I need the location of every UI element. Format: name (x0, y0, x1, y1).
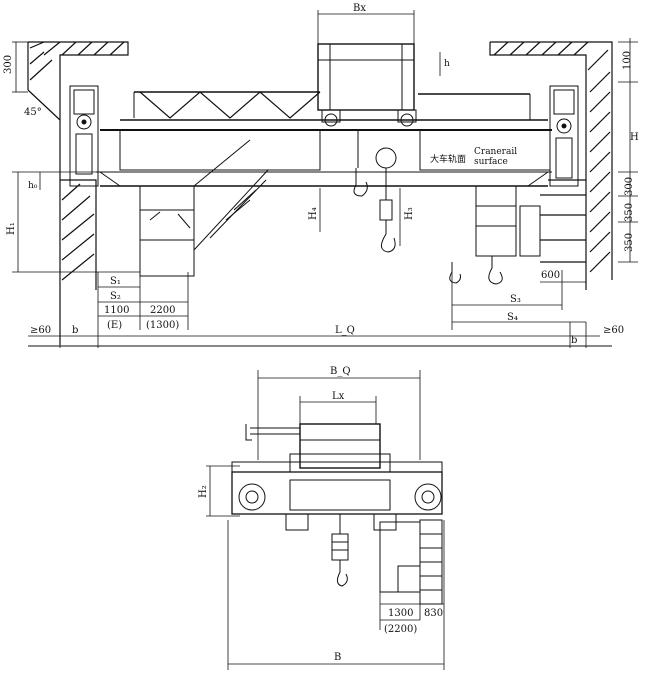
B-label: B (334, 652, 341, 663)
Bq-label: B_Q (330, 366, 351, 377)
S1-label: S₁ (110, 276, 121, 287)
S2-label: S₂ (110, 291, 121, 302)
angle-label: 45° (24, 107, 42, 118)
top-elevation-view: Bx h 300 100 45° H h₀ H₁ H₄ H₃ 大车轨面 Cran… (3, 3, 639, 348)
side-dim-2200: (2200) (384, 624, 417, 635)
dim-600: 600 (541, 270, 560, 281)
dim-1100: 1100 (104, 305, 129, 316)
b-left: b (72, 325, 78, 336)
dim-1300: (1300) (146, 320, 179, 331)
ge60-left: ≥60 (30, 325, 51, 336)
side-trolley (245, 423, 391, 473)
right-end-carriage (549, 85, 579, 187)
operator-cab (139, 139, 269, 277)
left-wall (27, 41, 129, 345)
rail-en-1: Cranerail (474, 147, 517, 157)
top-dimensions (12, 10, 638, 348)
side-labels: B_Q Lx H₂ 1300 830 (2200) B (198, 366, 443, 663)
top-labels: Bx h 300 100 45° H h₀ H₁ H₄ H₃ 大车轨面 Cran… (3, 3, 639, 346)
side-dim-830: 830 (424, 608, 443, 619)
dim-100-right: 100 (622, 51, 633, 70)
H3-label: H₃ (404, 207, 415, 220)
S3-label: S₃ (510, 294, 521, 305)
main-hook (353, 130, 397, 253)
auxiliary-hooks (449, 185, 541, 285)
dim-E: (E) (107, 320, 122, 331)
trolley (317, 43, 417, 127)
dim-300-left: 300 (3, 55, 14, 74)
right-wall (489, 41, 613, 290)
b-right: b (571, 335, 577, 346)
side-elevation-view: B_Q Lx H₂ 1300 830 (2200) B (198, 366, 445, 670)
Lx-label: Lx (332, 391, 345, 402)
side-girders (231, 461, 443, 531)
dim-350-b: 350 (624, 233, 635, 252)
h-label: h (444, 59, 450, 69)
bx-label: Bx (353, 3, 366, 14)
rail-cn-label: 大车轨面 (430, 153, 466, 165)
rail-en-2: surface (474, 157, 508, 167)
H1-label: H₁ (6, 222, 17, 235)
H4-label: H₄ (308, 207, 319, 220)
side-cab-ladder (379, 519, 443, 605)
S4-label: S₄ (507, 312, 518, 323)
H-label: H (630, 132, 639, 143)
H2-label: H₂ (198, 485, 209, 498)
Lq-label: L_Q (335, 325, 355, 336)
main-girder (96, 91, 552, 187)
dim-300-right: 300 (624, 177, 635, 196)
dim-350-a: 350 (624, 203, 635, 222)
side-dim-1300: 1300 (388, 608, 413, 619)
dim-2200: 2200 (150, 305, 175, 316)
left-end-carriage (69, 85, 99, 187)
side-hook (331, 514, 349, 587)
h0-label: h₀ (28, 181, 38, 191)
ge60-right: ≥60 (603, 325, 624, 336)
